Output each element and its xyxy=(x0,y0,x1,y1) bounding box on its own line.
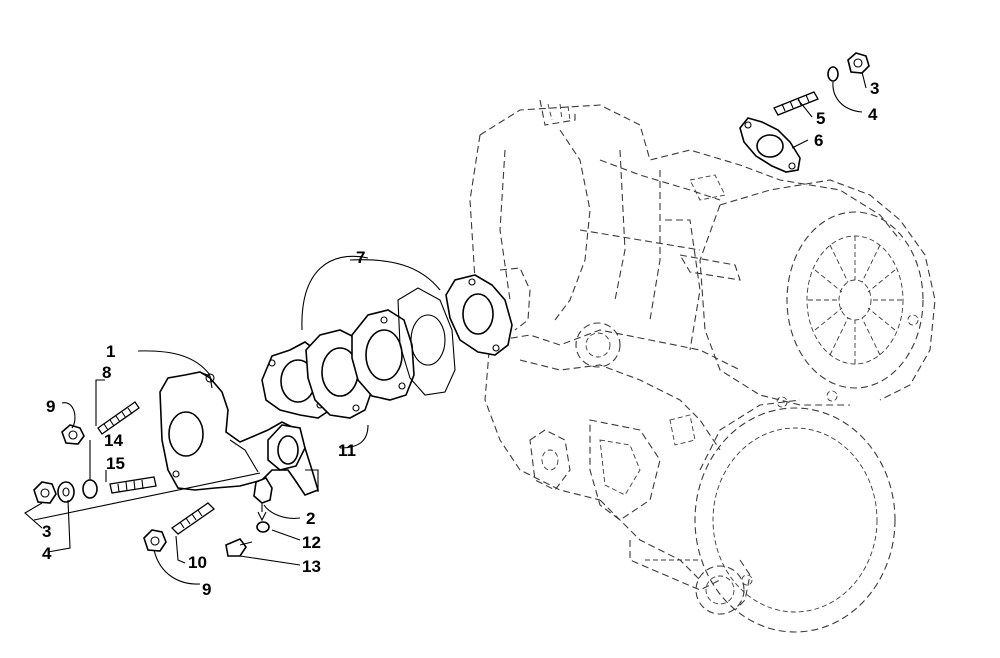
callout-11: 11 xyxy=(338,441,356,460)
callout-13: 13 xyxy=(302,557,321,576)
callout-4-lower: 4 xyxy=(42,544,52,563)
exhaust-manifold xyxy=(159,371,319,512)
callout-14: 14 xyxy=(104,431,123,450)
callout-1: 1 xyxy=(106,342,115,361)
callout-3-upper: 3 xyxy=(870,79,879,98)
engine-outline xyxy=(469,99,936,633)
callout-7: 7 xyxy=(356,248,365,267)
callout-9-upper: 9 xyxy=(46,397,55,416)
callout-5: 5 xyxy=(816,109,825,128)
callout-8: 8 xyxy=(102,363,111,382)
gasket-stack xyxy=(261,267,531,419)
callout-10: 10 xyxy=(188,553,207,572)
callout-9-lower: 9 xyxy=(202,580,211,599)
callout-4-upper: 4 xyxy=(868,105,878,124)
left-fasteners xyxy=(33,401,270,557)
callout-12: 12 xyxy=(302,533,321,552)
callout-3-lower: 3 xyxy=(42,522,51,541)
callout-2: 2 xyxy=(306,509,315,528)
leader-lines xyxy=(24,71,867,585)
callout-6: 6 xyxy=(814,131,823,150)
upper-fasteners xyxy=(739,52,870,173)
callout-15: 15 xyxy=(106,454,125,473)
callout-labels: 1 2 3 3 4 4 5 6 7 8 9 9 10 11 12 13 14 1… xyxy=(42,79,879,599)
